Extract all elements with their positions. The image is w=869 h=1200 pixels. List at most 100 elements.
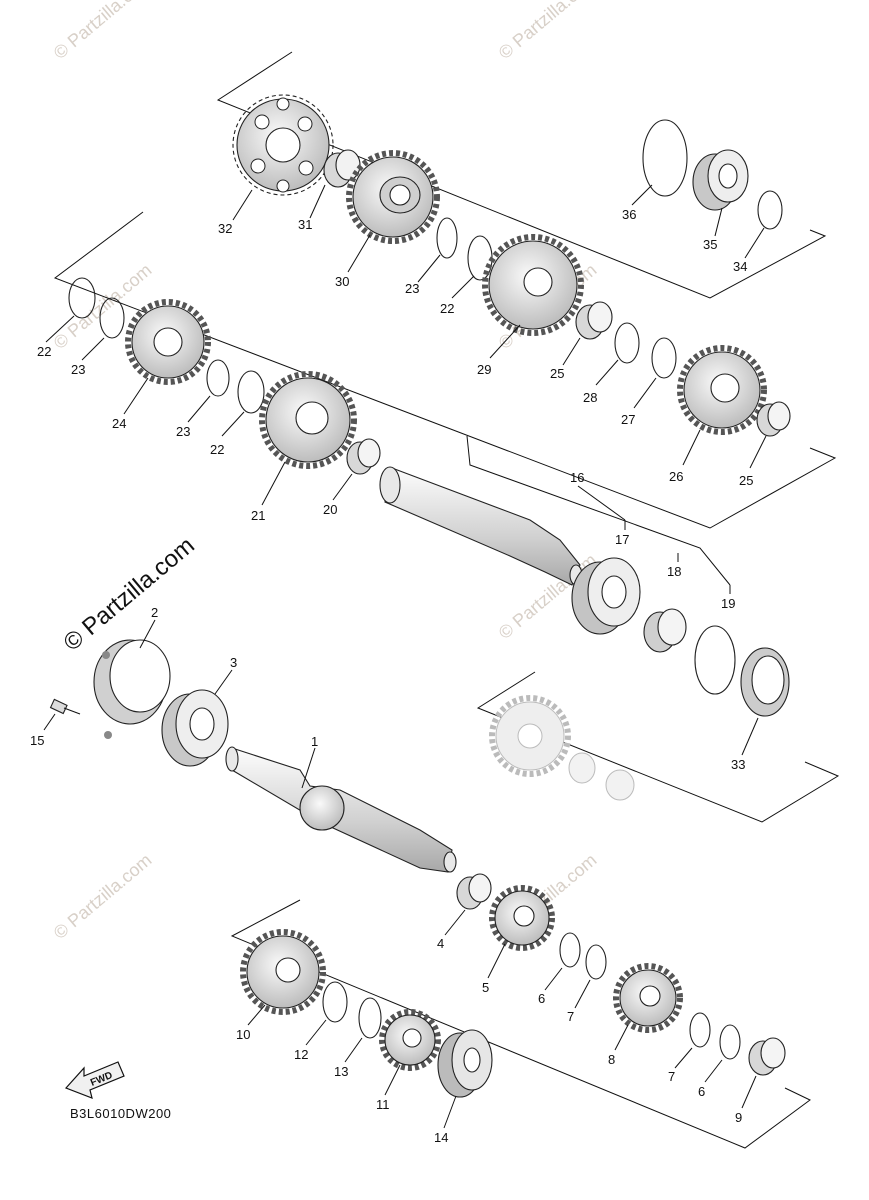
- callout-3: 3: [230, 655, 237, 670]
- main-shaft-1: [225, 746, 457, 873]
- oil-seal-33: [740, 647, 790, 717]
- gear-29: [482, 234, 584, 336]
- callout-36: 36: [622, 207, 636, 222]
- assy-16-bracket: [466, 435, 731, 586]
- middle-group-outline: [53, 211, 837, 529]
- callout-30: 30: [335, 274, 349, 289]
- callout-2: 2: [151, 605, 158, 620]
- gear-32: [232, 94, 334, 196]
- callout-19: 19: [721, 596, 735, 611]
- washer-27: [651, 337, 677, 379]
- callout-7-b: 7: [668, 1069, 675, 1084]
- drawing-code: B3L6010DW200: [70, 1106, 171, 1121]
- callout-7: 7: [567, 1009, 574, 1024]
- callout-22-mid: 22: [210, 442, 224, 457]
- callout-6: 6: [538, 991, 545, 1006]
- callout-12: 12: [294, 1047, 308, 1062]
- gear-8: [613, 963, 683, 1033]
- bushing-31: [323, 149, 361, 188]
- bearing-retainer-2: [93, 639, 171, 739]
- callout-21: 21: [251, 508, 265, 523]
- circlip-23: [436, 217, 458, 259]
- callout-35: 35: [703, 237, 717, 252]
- callout-18: 18: [667, 564, 681, 579]
- callout-28: 28: [583, 390, 597, 405]
- circlip-13: [358, 997, 382, 1039]
- main-axle-16: [379, 466, 583, 586]
- callout-labels: 32 31 30 23 22 29 25 28 27 26 25 36 35 3…: [30, 207, 753, 1145]
- gear-30: [346, 150, 440, 244]
- watermark: © Partzilla.com: [50, 0, 156, 63]
- callout-26: 26: [669, 469, 683, 484]
- gear-10: [240, 929, 326, 1015]
- lower-group-outline: [230, 899, 811, 1149]
- callout-leaders: [43, 184, 767, 1129]
- circlip-23-mid: [206, 359, 230, 397]
- watermark-main: © Partzilla.com: [59, 532, 200, 657]
- group-outlines: [53, 51, 840, 1149]
- callout-9: 9: [735, 1110, 742, 1125]
- circlip-23-left: [99, 297, 125, 339]
- callout-4: 4: [437, 936, 444, 951]
- callout-25-right: 25: [739, 473, 753, 488]
- callout-22: 22: [440, 301, 454, 316]
- gear-21: [259, 371, 357, 469]
- bushing-9: [748, 1037, 786, 1076]
- bearing-3: [161, 689, 229, 767]
- leader-line: [577, 485, 626, 521]
- callout-33: 33: [731, 757, 745, 772]
- callout-29: 29: [477, 362, 491, 377]
- callout-17: 17: [615, 532, 629, 547]
- collar-18: [643, 608, 687, 653]
- upper-group-outline: [216, 51, 827, 299]
- gear-24: [125, 299, 211, 385]
- circlip-7: [585, 944, 607, 980]
- callout-23-left: 23: [71, 362, 85, 377]
- callout-16: 16: [570, 470, 584, 485]
- circlip-7-b: [689, 1012, 711, 1048]
- gear-26: [677, 345, 767, 435]
- washer-12: [322, 981, 348, 1023]
- circlip-36: [642, 119, 688, 197]
- callout-23: 23: [405, 281, 419, 296]
- bearing-35: [692, 149, 749, 211]
- callout-11: 11: [376, 1097, 390, 1112]
- callout-34: 34: [733, 259, 747, 274]
- callout-24: 24: [112, 416, 126, 431]
- circlip-19: [694, 625, 736, 695]
- callout-1: 1: [311, 734, 318, 749]
- callout-10: 10: [236, 1027, 250, 1042]
- bolt-15: [49, 698, 81, 715]
- gear-5: [489, 885, 555, 951]
- watermark: © Partzilla.com: [495, 0, 601, 63]
- bushing-4: [456, 873, 492, 910]
- callout-32: 32: [218, 221, 232, 236]
- bearing-17: [571, 557, 641, 635]
- washer-6: [559, 932, 581, 968]
- callout-31: 31: [298, 217, 312, 232]
- bearing-14: [437, 1029, 493, 1098]
- circlip-34: [757, 190, 783, 230]
- callout-22-left: 22: [37, 344, 51, 359]
- callout-25: 25: [550, 366, 564, 381]
- washer-22-mid: [237, 370, 265, 414]
- ghost-sprocket-group: [489, 695, 635, 801]
- watermark: © Partzilla.com: [50, 850, 156, 943]
- callout-23-mid: 23: [176, 424, 190, 439]
- fwd-arrow-icon: FWD: [64, 1061, 125, 1099]
- bushing-20: [346, 438, 381, 475]
- washer-6-b: [719, 1024, 741, 1060]
- washer-28: [614, 322, 640, 364]
- callout-14: 14: [434, 1130, 448, 1145]
- bushing-25-right: [756, 401, 791, 437]
- washer-22-left: [68, 277, 96, 319]
- callout-8: 8: [608, 1052, 615, 1067]
- gear-11: [379, 1009, 441, 1071]
- callout-6-b: 6: [698, 1084, 705, 1099]
- callout-5: 5: [482, 980, 489, 995]
- callout-15: 15: [30, 733, 44, 748]
- callout-27: 27: [621, 412, 635, 427]
- parts-layer: [49, 94, 791, 1098]
- bushing-25: [575, 301, 613, 340]
